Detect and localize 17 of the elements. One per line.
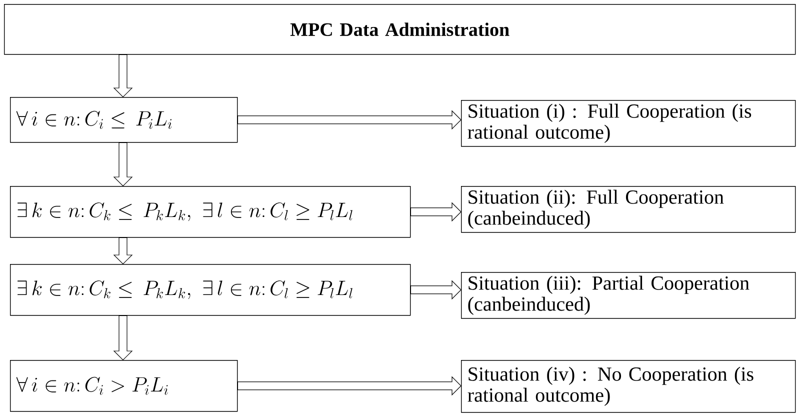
outcome-box: Situation (ii): Full Cooperation (canbeinduced): [461, 186, 796, 233]
outcome-box: Situation (iii): Partial Cooperation (canbeinduced): [461, 272, 796, 319]
arrow: [237, 110, 462, 130]
arrow: [113, 54, 133, 98]
title-box: MPC Data Administration: [4, 4, 796, 55]
arrow: [113, 237, 133, 264]
outcome-box: Situation (i) : Full Cooperation (is rational outcome): [461, 100, 796, 147]
condition-box: $\forall\, i \in n\colon C_i \leq\, P_i L_i$: [10, 97, 238, 143]
arrow: [113, 142, 133, 186]
condition-box: $\exists\, k \in n\colon C_k \leq\, P_k L_k,\ \exists\, l \in n\colon C_l \geq P_l L_l$: [10, 264, 411, 316]
arrow: [410, 280, 462, 300]
outcome-box: Situation (iv) : No Cooperation (is rational outcome): [461, 360, 796, 413]
arrow: [237, 376, 462, 396]
arrow: [113, 315, 133, 360]
arrow: [410, 202, 462, 222]
condition-box: $\exists\, k \in n\colon C_k \leq\, P_k L_k,\ \exists\, l \in n\colon C_l \geq P_l L_l$: [10, 186, 411, 238]
condition-box: $\forall\, i \in n\colon C_i > P_i L_i$: [10, 360, 238, 412]
